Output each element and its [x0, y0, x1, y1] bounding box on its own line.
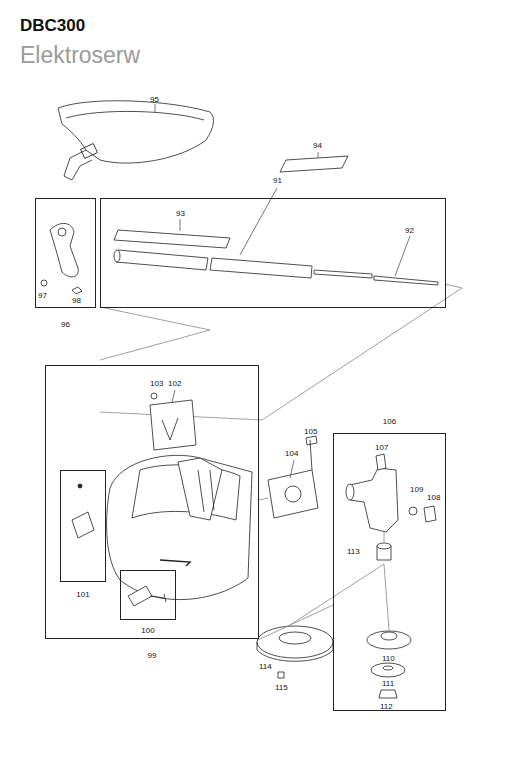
callout-number: 102: [168, 380, 181, 388]
callout-number: 97: [38, 292, 47, 300]
watermark: Elektroserw: [20, 44, 140, 67]
group-box: 101: [60, 470, 106, 582]
title: DBC300: [20, 16, 85, 36]
callout-number: 98: [72, 297, 81, 305]
callout-number: 105: [304, 428, 317, 436]
callout-number: 103: [150, 380, 163, 388]
group-box: 106: [333, 433, 446, 711]
group-box: 99101100: [45, 365, 259, 639]
callout-number: 92: [405, 227, 414, 235]
group-box: 100: [120, 570, 176, 620]
callout-number: 110: [382, 655, 395, 663]
callout-number: 95: [150, 96, 159, 104]
callout-number: 94: [313, 142, 322, 150]
group-box: 91: [100, 198, 446, 308]
callout-number: 99: [148, 652, 157, 660]
callout-number: 108: [427, 494, 440, 502]
callout-number: 91: [273, 177, 282, 185]
callout-number: 104: [285, 450, 298, 458]
callout-number: 93: [176, 210, 185, 218]
callout-number: 101: [76, 591, 89, 599]
callout-number: 106: [383, 418, 396, 426]
callout-number: 109: [410, 486, 423, 494]
callout-number: 113: [347, 548, 360, 556]
callout-number: 115: [275, 684, 288, 692]
callout-number: 114: [259, 663, 272, 671]
callout-number: 111: [382, 680, 394, 688]
callout-number: 96: [61, 321, 70, 329]
callout-number: 112: [380, 703, 393, 711]
callout-number: 107: [375, 444, 388, 452]
callout-number: 100: [141, 627, 154, 635]
